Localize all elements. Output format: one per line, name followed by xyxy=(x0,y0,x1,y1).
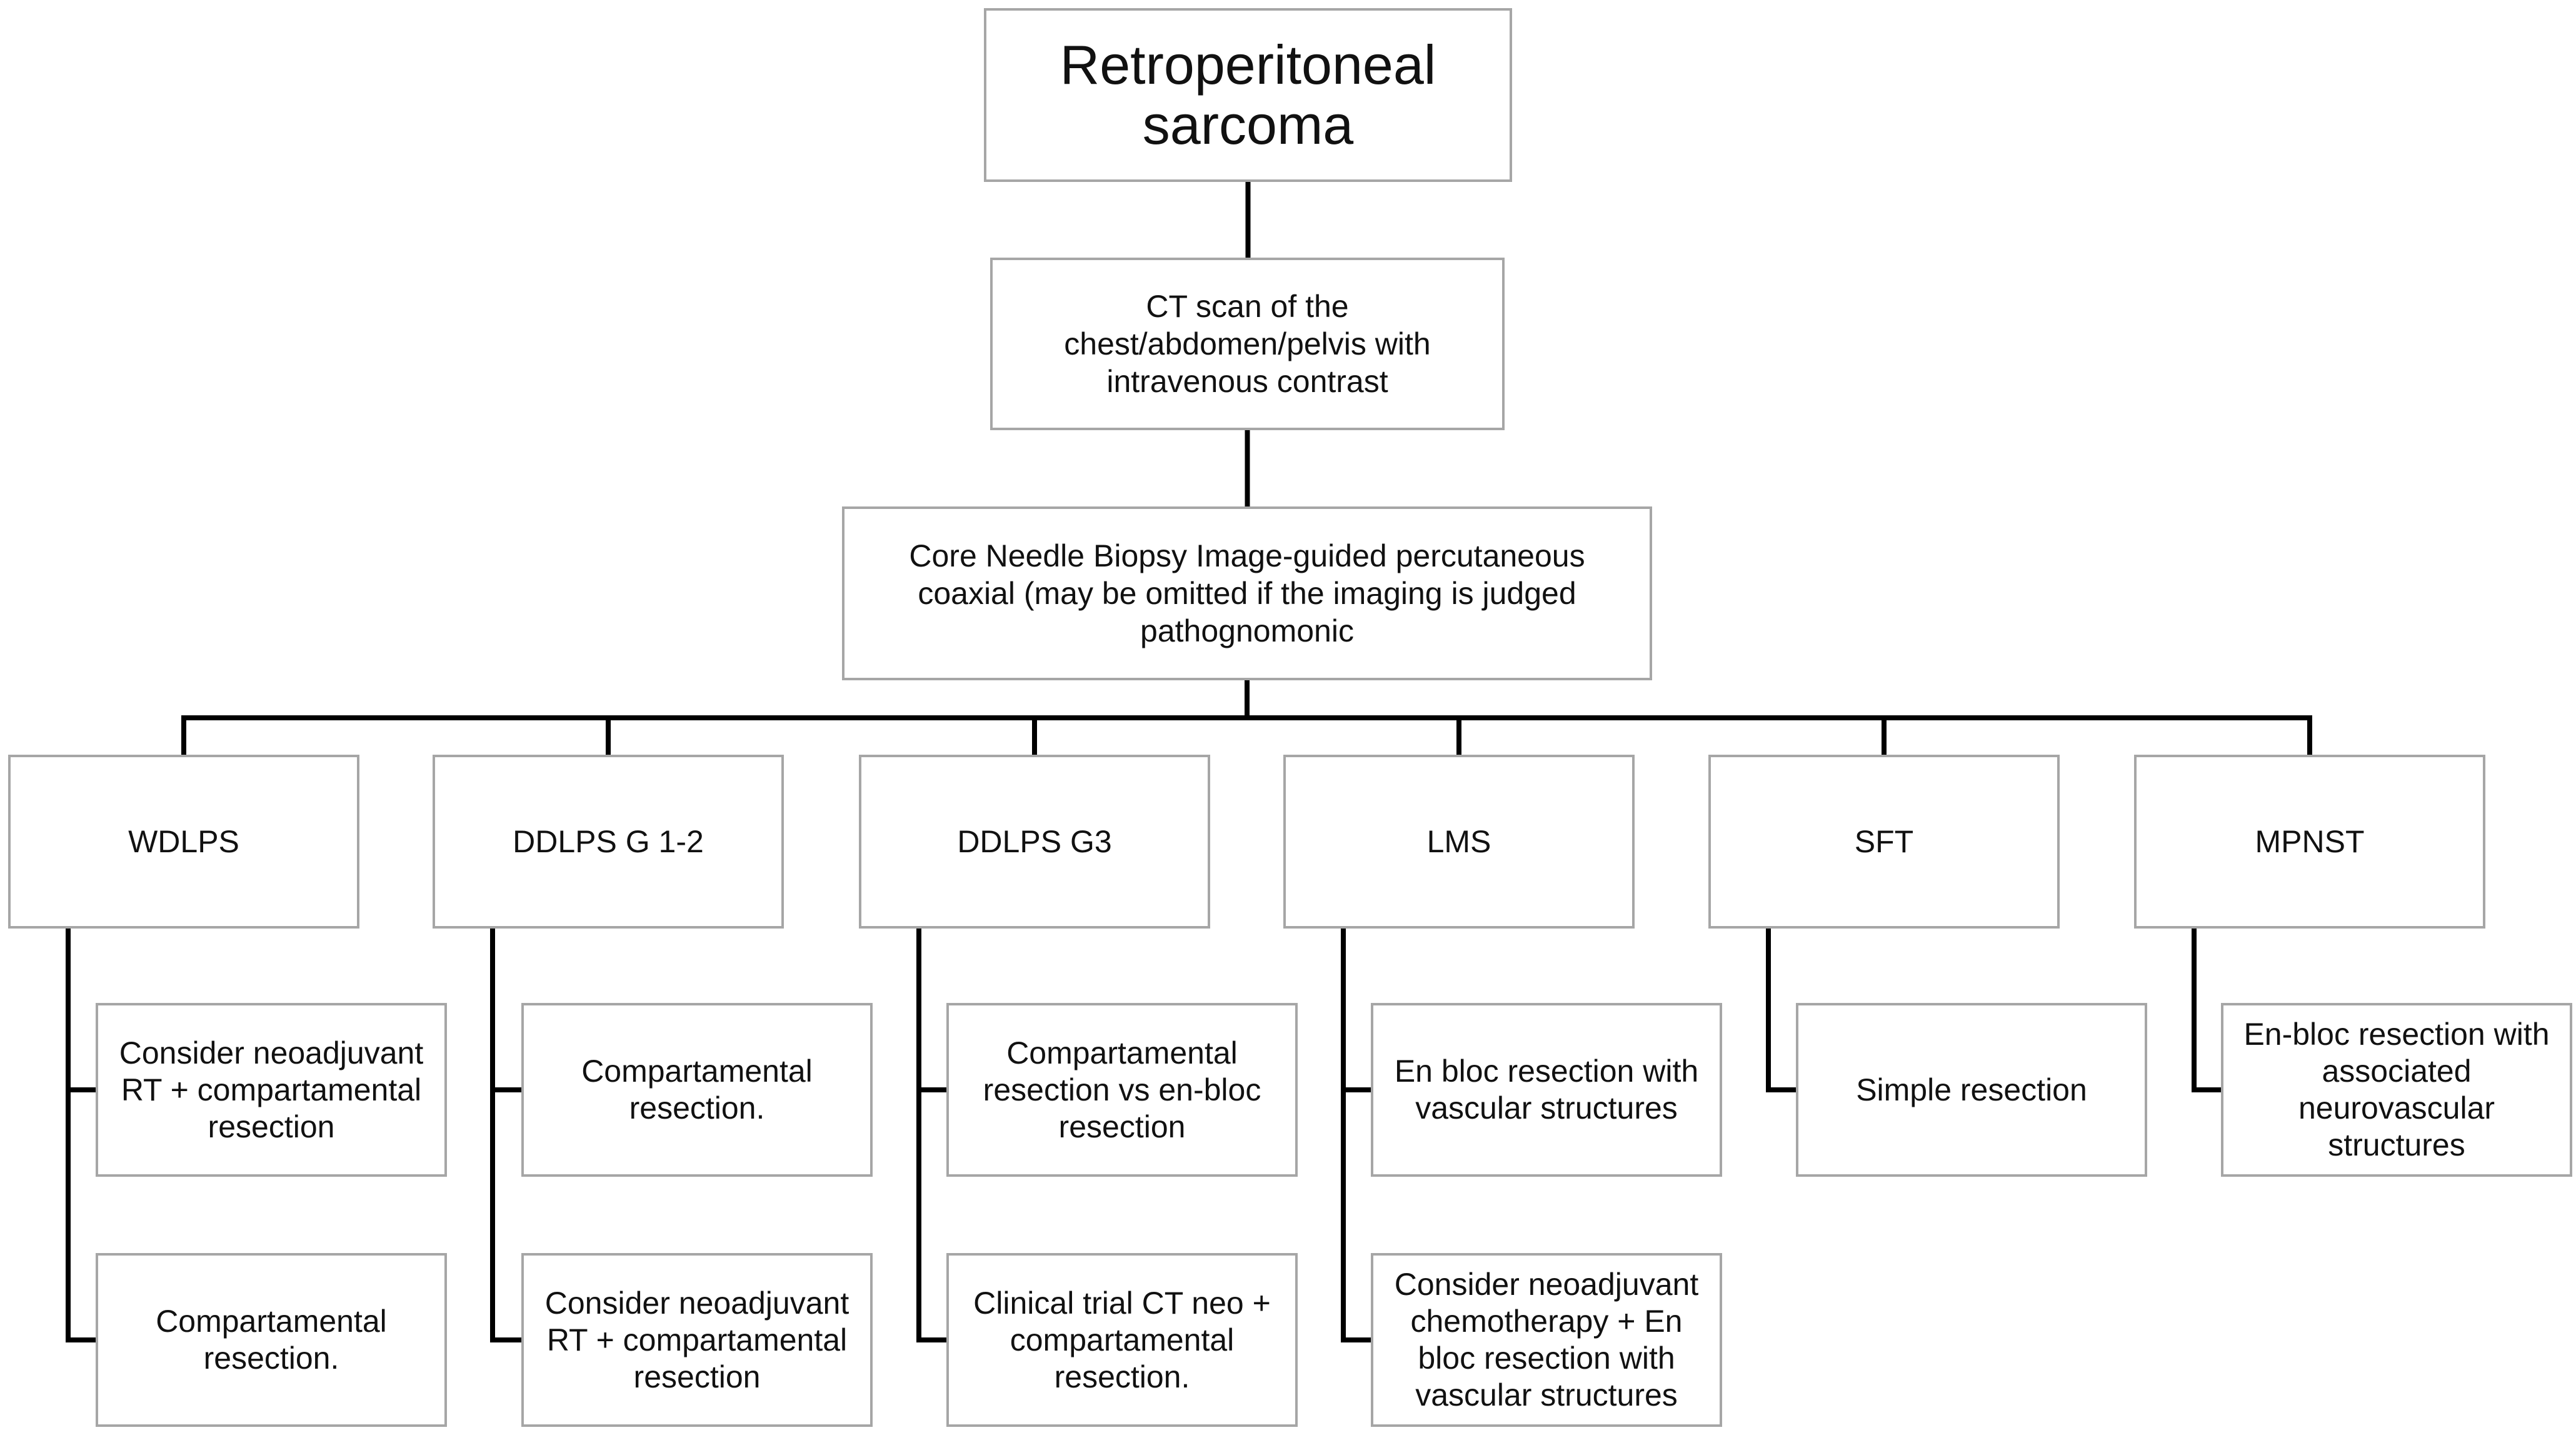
treatment-box-ddlps-g3-1: Compartamental resection vs en-bloc rese… xyxy=(946,1003,1298,1177)
treatment-line: Consider neoadjuvant xyxy=(1394,1267,1699,1302)
treatment-line: Compartamental xyxy=(581,1054,813,1089)
histotype-label: LMS xyxy=(1426,824,1491,859)
treatment-line: neurovascular xyxy=(2298,1090,2495,1125)
treatment-line: Compartamental xyxy=(156,1304,387,1339)
treatment-line: RT + compartamental xyxy=(546,1322,848,1357)
treatment-box-lms-1: En bloc resection with vascular structur… xyxy=(1371,1003,1722,1177)
imaging-box-ct-scan: CT scan of the chest/abdomen/pelvis with… xyxy=(990,258,1505,430)
treatment-line: Consider neoadjuvant xyxy=(119,1035,424,1070)
treatment-line: resection xyxy=(1058,1109,1186,1144)
treatment-line: En-bloc resection with xyxy=(2243,1017,2550,1052)
histotype-label: MPNST xyxy=(2255,824,2365,859)
histotype-box-sft: SFT xyxy=(1708,755,2060,929)
treatment-box-sft-1: Simple resection xyxy=(1796,1003,2147,1177)
treatment-line: vascular structures xyxy=(1415,1377,1678,1412)
treatment-line: compartamental xyxy=(1010,1322,1235,1357)
treatment-line: En bloc resection with xyxy=(1394,1054,1699,1089)
treatment-line: associated xyxy=(2322,1054,2472,1089)
treatment-line: Simple resection xyxy=(1856,1072,2087,1107)
treatment-line: resection xyxy=(633,1359,761,1394)
treatment-line: resection. xyxy=(629,1090,765,1125)
treatment-box-ddlps-g3-2: Clinical trial CT neo + compartamental r… xyxy=(946,1253,1298,1427)
histotype-label: WDLPS xyxy=(128,824,239,859)
treatment-line: resection xyxy=(208,1109,335,1144)
histotype-box-ddlps-g1-2: DDLPS G 1-2 xyxy=(433,755,784,929)
root-line-1: Retroperitoneal xyxy=(1060,34,1436,96)
treatment-box-lms-2: Consider neoadjuvant chemotherapy + En b… xyxy=(1371,1253,1722,1427)
histotype-box-ddlps-g3: DDLPS G3 xyxy=(859,755,1210,929)
histotype-label: DDLPS G3 xyxy=(957,824,1112,859)
treatment-line: Consider neoadjuvant xyxy=(544,1285,849,1321)
histotype-label: SFT xyxy=(1854,824,1914,859)
imaging-line-2: chest/abdomen/pelvis with xyxy=(1064,326,1431,361)
treatment-line: bloc resection with xyxy=(1418,1341,1675,1376)
treatment-line: vascular structures xyxy=(1415,1090,1678,1125)
biopsy-box-core-needle: Core Needle Biopsy Image-guided percutan… xyxy=(842,506,1652,680)
treatment-line: chemotherapy + En xyxy=(1410,1304,1683,1339)
histotype-box-wdlps: WDLPS xyxy=(8,755,359,929)
biopsy-line-1: Core Needle Biopsy Image-guided percutan… xyxy=(909,538,1585,573)
histotype-box-lms: LMS xyxy=(1283,755,1635,929)
histotype-box-mpnst: MPNST xyxy=(2134,755,2485,929)
treatment-box-wdlps-1: Consider neoadjuvant RT + compartamental… xyxy=(96,1003,447,1177)
treatment-line: Clinical trial CT neo + xyxy=(973,1285,1271,1321)
treatment-line: RT + compartamental xyxy=(121,1072,422,1107)
root-line-2: sarcoma xyxy=(1142,94,1354,156)
imaging-line-3: intravenous contrast xyxy=(1106,364,1388,399)
treatment-box-wdlps-2: Compartamental resection. xyxy=(96,1253,447,1427)
biopsy-line-3: pathognomonic xyxy=(1140,613,1354,648)
treatment-line: resection. xyxy=(1054,1359,1190,1394)
treatment-line: resection. xyxy=(203,1341,339,1376)
treatment-box-ddlps-g1-2-2: Consider neoadjuvant RT + compartamental… xyxy=(521,1253,873,1427)
treatment-line: Compartamental xyxy=(1006,1035,1238,1070)
imaging-line-1: CT scan of the xyxy=(1146,289,1349,324)
treatment-box-ddlps-g1-2-1: Compartamental resection. xyxy=(521,1003,873,1177)
biopsy-line-2: coaxial (may be omitted if the imaging i… xyxy=(918,576,1576,611)
treatment-line: resection vs en-bloc xyxy=(983,1072,1261,1107)
treatment-box-mpnst-1: En-bloc resection with associated neurov… xyxy=(2221,1003,2572,1177)
histotype-label: DDLPS G 1-2 xyxy=(513,824,704,859)
treatment-line: structures xyxy=(2328,1127,2465,1162)
root-box-retroperitoneal-sarcoma: Retroperitoneal sarcoma xyxy=(984,8,1512,182)
